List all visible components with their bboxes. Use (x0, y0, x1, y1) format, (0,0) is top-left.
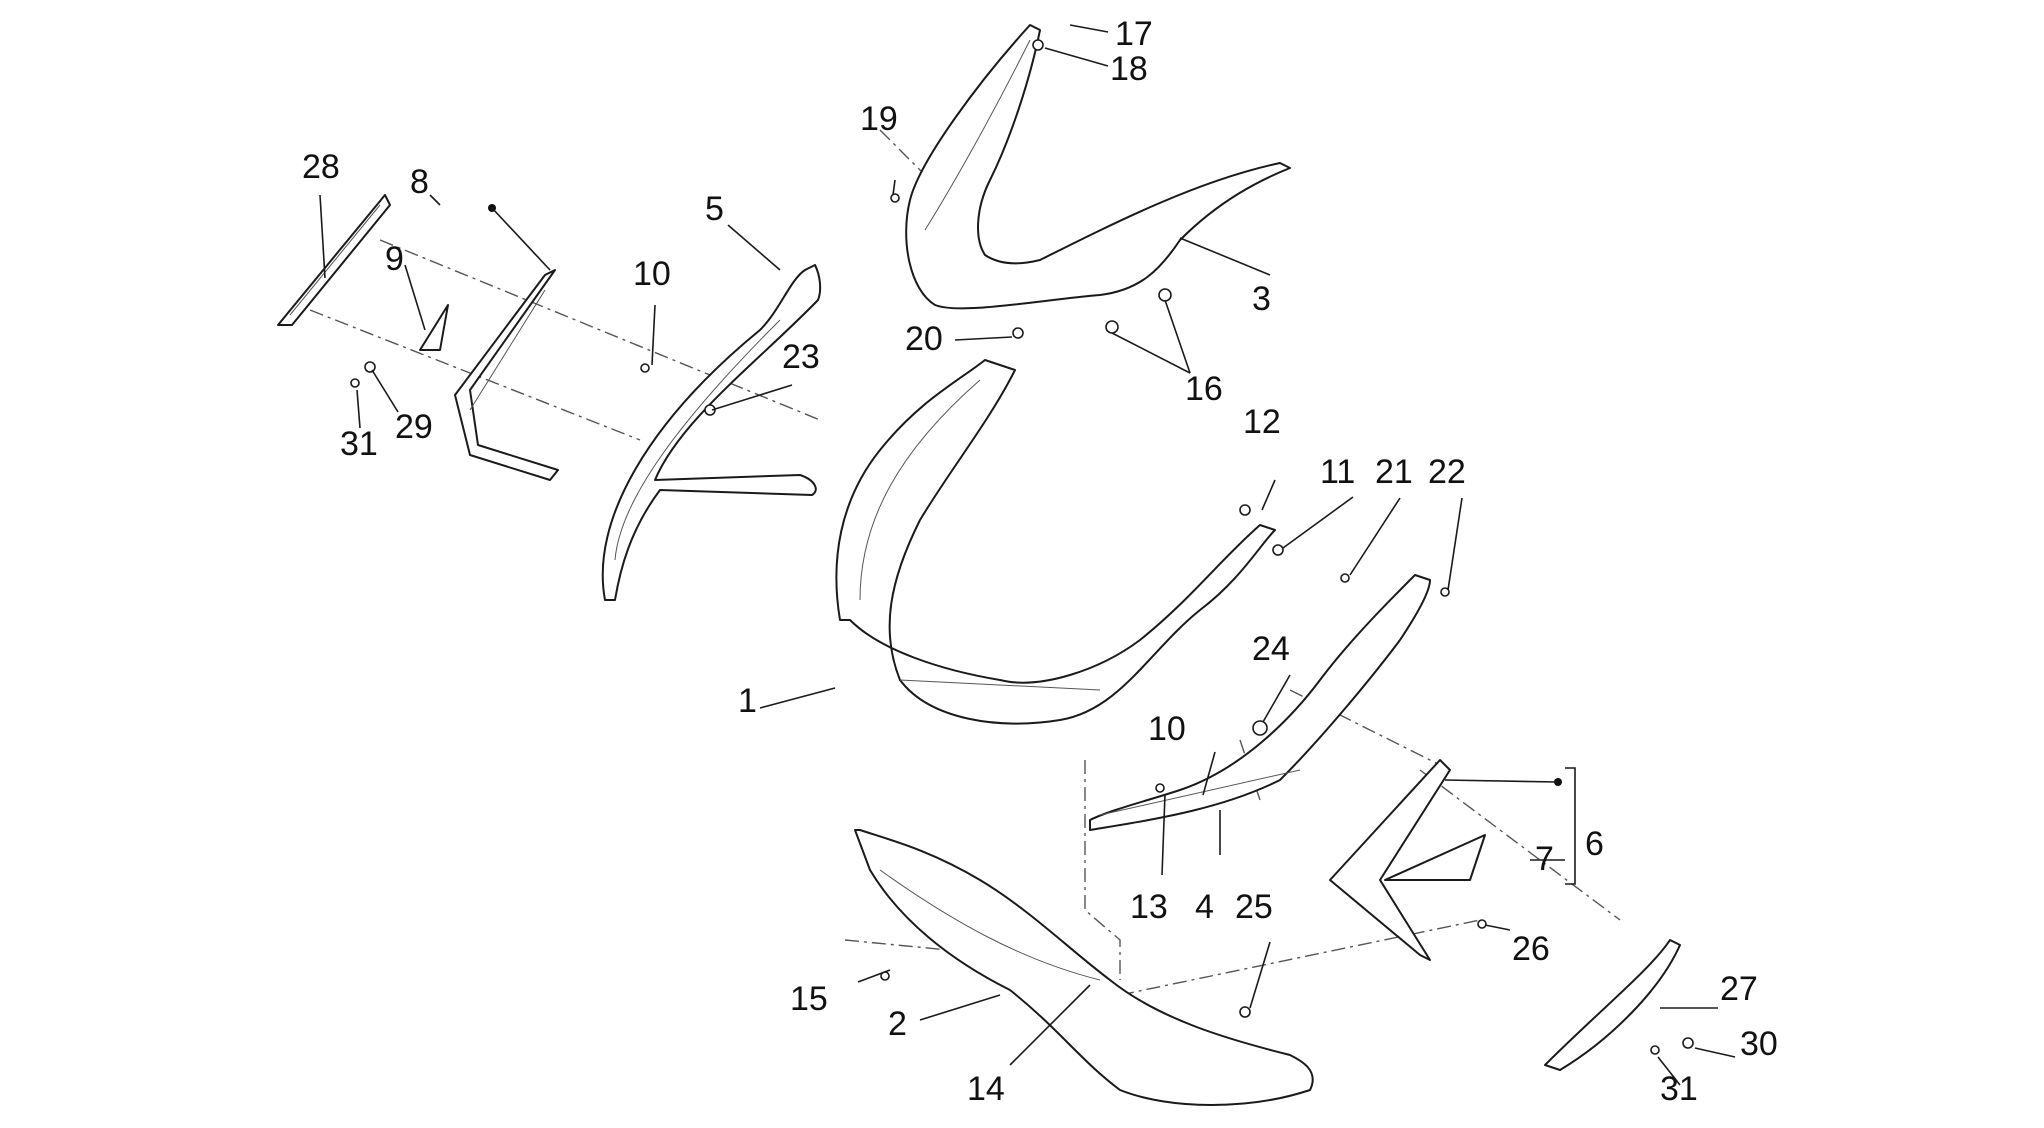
callout-3: 3 (1252, 280, 1271, 318)
callout-24: 24 (1252, 630, 1290, 668)
callout-6: 6 (1585, 825, 1604, 863)
part-27-trim-right (1544, 939, 1681, 1071)
part-5-side-panel (601, 264, 822, 601)
callout-16: 16 (1185, 370, 1223, 408)
callout-13: 13 (1130, 888, 1168, 926)
part-9-emblem (419, 304, 449, 351)
callout-25: 25 (1235, 888, 1273, 926)
part-1-front-shield (835, 359, 1276, 725)
callout-11: 11 (1320, 453, 1355, 491)
callout-15: 15 (790, 980, 828, 1018)
callout-31-left: 31 (340, 425, 378, 463)
callout-26: 26 (1512, 930, 1550, 968)
leader-lines (319, 24, 1736, 1086)
part-6-trim-right (1329, 759, 1451, 961)
callout-12: 12 (1243, 403, 1281, 441)
callout-labels: 17 18 19 3 20 16 28 8 9 5 10 23 31 29 12… (302, 15, 1778, 1108)
part-3-top-cover (905, 24, 1291, 310)
callout-28: 28 (302, 148, 340, 186)
callout-10-lower: 10 (1148, 710, 1186, 748)
part-2-lower-front (854, 829, 1314, 1106)
callout-19: 19 (860, 100, 898, 138)
callout-17: 17 (1115, 15, 1153, 53)
callout-4: 4 (1195, 888, 1214, 926)
callout-21: 21 (1375, 453, 1413, 491)
callout-14: 14 (967, 1070, 1005, 1108)
callout-2: 2 (888, 1005, 907, 1043)
part-4-lower-panel (1089, 574, 1431, 831)
callout-27: 27 (1720, 970, 1758, 1008)
part-7-emblem (1384, 834, 1486, 881)
callout-1: 1 (738, 682, 757, 720)
callout-31-right: 31 (1660, 1070, 1698, 1108)
part-28-trim-left (277, 194, 391, 326)
callout-23: 23 (782, 338, 820, 376)
callout-20: 20 (905, 320, 943, 358)
callout-10-upper: 10 (633, 255, 671, 293)
callout-8: 8 (410, 163, 429, 201)
hardware-items (350, 39, 1694, 1055)
part-8-frame (454, 269, 559, 481)
callout-9: 9 (385, 240, 404, 278)
callout-7: 7 (1535, 840, 1554, 878)
callout-22: 22 (1428, 453, 1466, 491)
callout-29: 29 (395, 408, 433, 446)
callout-5: 5 (705, 190, 724, 228)
callout-30: 30 (1740, 1025, 1778, 1063)
callout-18: 18 (1110, 50, 1148, 88)
